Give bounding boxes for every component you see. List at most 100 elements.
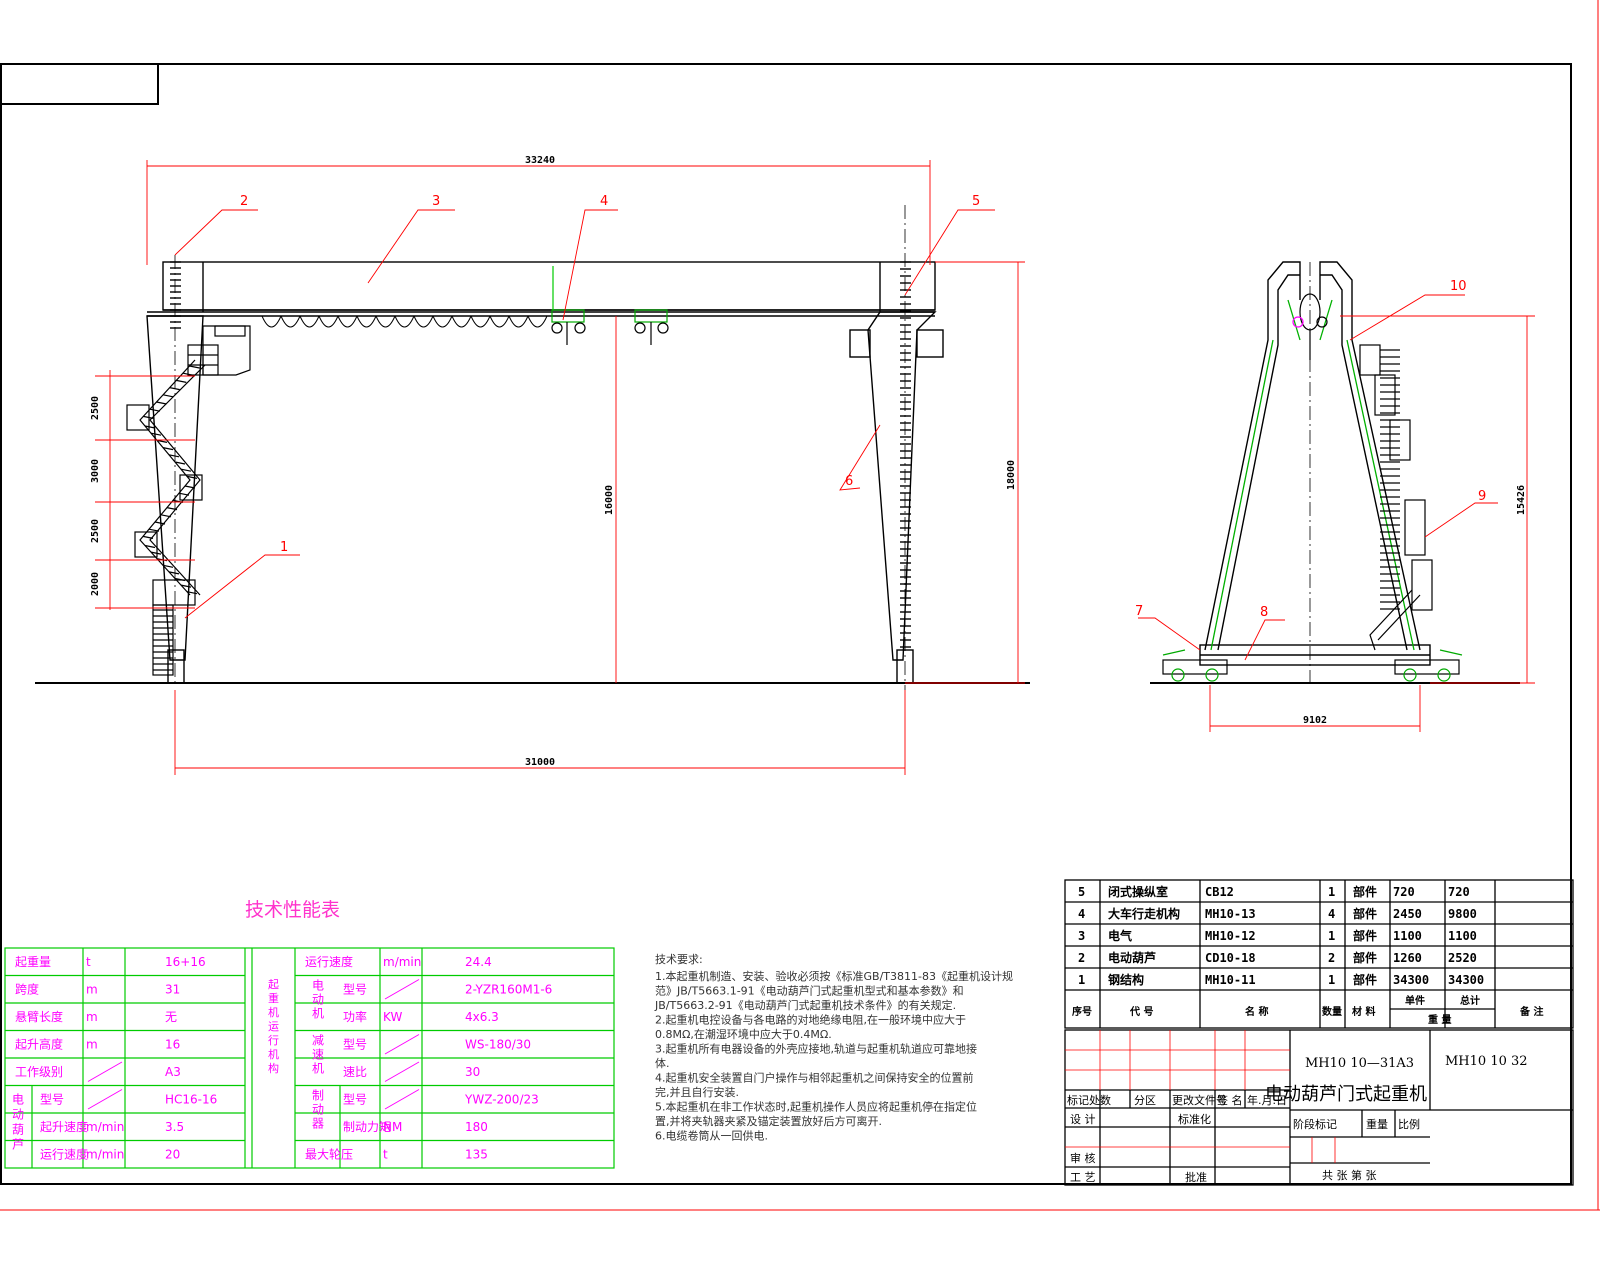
note-line: 体. [655, 1056, 670, 1070]
cable-festoon [261, 315, 548, 328]
dim-tier-2: 3000 [90, 459, 101, 483]
callout-9: 9 [1478, 489, 1486, 504]
perf-unit-slash [384, 1089, 420, 1110]
stair-tread [180, 584, 192, 588]
stair-tread [142, 535, 154, 539]
perf-unit-slash [384, 979, 420, 1000]
festoon-loop [451, 315, 472, 328]
perf-table-title: 技术性能表 [245, 899, 340, 921]
callout-3: 3 [432, 194, 440, 209]
bom-h-total: 总计 [1460, 994, 1480, 1007]
note-line: 2.起重机电控设备与各电路的对地绝缘电阻,在一般环境中应大于 [655, 1013, 966, 1027]
wheel-trucks [1162, 649, 1463, 682]
stair-tread [162, 394, 174, 398]
perf-left-group-char: 葫 [12, 1123, 24, 1137]
bom-h-qty: 数量 [1322, 1005, 1342, 1018]
perf-left-value: 16 [165, 1038, 180, 1052]
bom-no: 1 [1078, 973, 1085, 987]
festoon-loop [280, 315, 301, 328]
perf-left-unit: m/min [86, 1148, 124, 1162]
festoon-loop [527, 315, 548, 328]
perf-right-name: 运行速度 [305, 954, 353, 969]
perf-left-value: A3 [165, 1065, 181, 1079]
bom-w2: 1100 [1448, 929, 1477, 943]
dim-tier-4: 2000 [90, 572, 101, 596]
festoon-loop [337, 315, 358, 328]
perf-right-sub-char: 机 [312, 1062, 324, 1076]
perf-right-name: 功率 [343, 1009, 367, 1024]
title-block: MH10 10—31A3 MH10 10 32 电动葫芦门式起重机 标记处数 分… [1064, 1029, 1574, 1186]
dim-span: 31000 [525, 757, 555, 768]
stair-tread [149, 408, 161, 412]
bom-h-mat: 材 料 [1352, 1005, 1375, 1018]
stair-tread [169, 387, 180, 391]
perf-right-sub-char: 速 [312, 1048, 324, 1062]
bom-no: 2 [1078, 951, 1085, 965]
perf-unit-slash [87, 1089, 123, 1110]
perf-right-sub-char: 机 [312, 1007, 324, 1021]
note-line: 4.起重机安全装置自门户操作与相邻起重机之间保持安全的位置前 [655, 1071, 974, 1085]
stair-tread [168, 571, 180, 575]
front-dimension-texts: 33240 31000 16000 18000 2500 3000 2500 2… [90, 155, 1017, 768]
bom-name: 电气 [1108, 928, 1132, 943]
bom-name: 电动葫芦 [1108, 950, 1156, 965]
outer-border [0, 63, 1572, 1185]
bom-mat: 部件 [1353, 884, 1377, 899]
note-line: 0.8MΩ,在潮湿环境中应大于0.4MΩ. [655, 1027, 832, 1041]
perf-right-value: 180 [465, 1120, 488, 1134]
bom-h-name: 名 称 [1245, 1005, 1268, 1018]
callout-1: 1 [280, 540, 288, 555]
perf-left-group-char: 芦 [12, 1138, 24, 1152]
perf-right-value: 4x6.3 [465, 1010, 499, 1024]
perf-left-unit: m [86, 1038, 98, 1052]
perf-right-sub-char: 减 [312, 1034, 324, 1048]
callout-8: 8 [1260, 605, 1268, 620]
front-dimensions [95, 160, 1025, 775]
perf-left-name: 跨度 [15, 982, 39, 997]
note-line: 1.本起重机制造、安装、验收必须按《标准GB/T3811-83《起重机设计规 [655, 969, 1013, 983]
bom-w1: 34300 [1393, 973, 1429, 987]
dim-height-right: 18000 [1006, 460, 1017, 490]
perf-unit-slash [87, 1061, 123, 1082]
side-view: 15426 9102 10 9 7 8 [1135, 261, 1535, 732]
bom-h-weight: 重 量 [1428, 1013, 1451, 1026]
stair-tread [156, 439, 168, 443]
perf-left-unit: m/min [86, 1120, 124, 1134]
perf-right-sub-char: 电 [312, 979, 324, 993]
perf-right-group-char: 机 [268, 1047, 279, 1061]
perf-right-sub-char: 制 [312, 1089, 324, 1103]
bom-w2: 9800 [1448, 907, 1477, 921]
festoon-loop [508, 315, 529, 328]
perf-right-name: 型号 [343, 1038, 367, 1052]
bom-mat: 部件 [1353, 950, 1377, 965]
perf-left-unit: m [86, 983, 98, 997]
right-leg [849, 205, 944, 690]
tb-label-sign: 签 名 [1217, 1093, 1243, 1107]
perf-right-group-char: 重 [268, 991, 279, 1005]
callout-4: 4 [600, 194, 608, 209]
note-line: 5.本起重机在非工作状态时,起重机操作人员应将起重机停在指定位 [655, 1100, 977, 1114]
bom-h-no: 序号 [1072, 1005, 1092, 1018]
perf-right-value: 2-YZR160M1-6 [465, 983, 552, 997]
drawing-no-2: MH10 10 32 [1445, 1054, 1528, 1069]
perf-left-value: 16+16 [165, 955, 206, 969]
perf-unit-slash [384, 1034, 420, 1055]
perf-right-group-char: 行 [268, 1034, 279, 1047]
dim-overall-span: 33240 [525, 155, 555, 166]
bom-code: CD10-18 [1205, 951, 1256, 965]
stair-tread [189, 365, 200, 369]
bom-h-single: 单件 [1405, 994, 1425, 1007]
bom-w1: 2450 [1393, 907, 1422, 921]
tb-approve: 批准 [1185, 1170, 1207, 1184]
bom-no: 3 [1078, 929, 1085, 943]
access-stairs [126, 359, 206, 676]
bom-w1: 1260 [1393, 951, 1422, 965]
festoon-loop [432, 315, 453, 328]
bom-name: 钢结构 [1108, 972, 1144, 987]
technical-notes: 技术要求: 1.本起重机制造、安装、验收必须按《标准GB/T3811-83《起重… [654, 953, 1013, 1143]
perf-right-value: 30 [465, 1065, 480, 1079]
callout-6: 6 [845, 474, 853, 489]
bom-border [1064, 879, 1574, 1029]
